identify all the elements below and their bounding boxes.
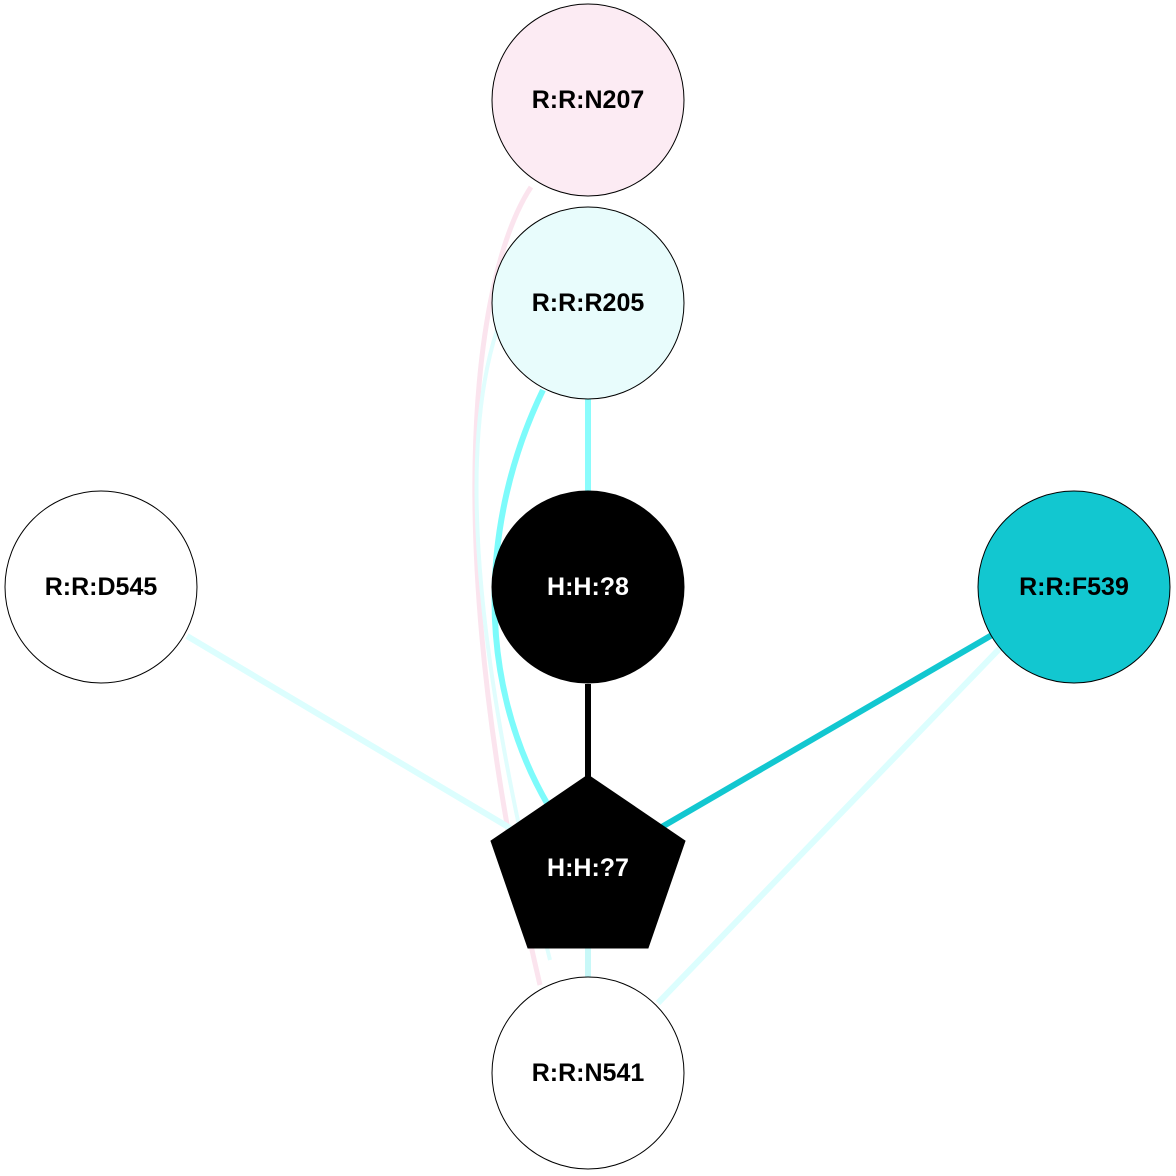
node-label: R:R:N207	[532, 86, 645, 114]
node-label: R:R:N541	[532, 1059, 645, 1087]
edge-f539-h7	[658, 632, 994, 831]
node-h8[interactable]: H:H:?8	[491, 490, 685, 684]
node-layer: R:R:N207 R:R:R205 R:R:D545 H:H:?8 R:R:F5…	[4, 3, 1171, 1170]
node-n541[interactable]: R:R:N541	[491, 976, 685, 1170]
node-d545[interactable]: R:R:D545	[4, 490, 198, 684]
edge-f539-n541	[655, 642, 1006, 1006]
edge-d545-h7	[185, 633, 512, 831]
node-h7[interactable]: H:H:?7	[490, 774, 686, 949]
node-f539[interactable]: R:R:F539	[977, 490, 1171, 684]
node-label: R:R:D545	[45, 573, 158, 601]
node-label: R:R:F539	[1019, 573, 1129, 601]
node-r205[interactable]: R:R:R205	[491, 206, 685, 400]
node-label: H:H:?8	[547, 573, 629, 601]
node-n207[interactable]: R:R:N207	[491, 3, 685, 197]
node-label: R:R:R205	[532, 289, 645, 317]
node-label: H:H:?7	[547, 854, 629, 882]
